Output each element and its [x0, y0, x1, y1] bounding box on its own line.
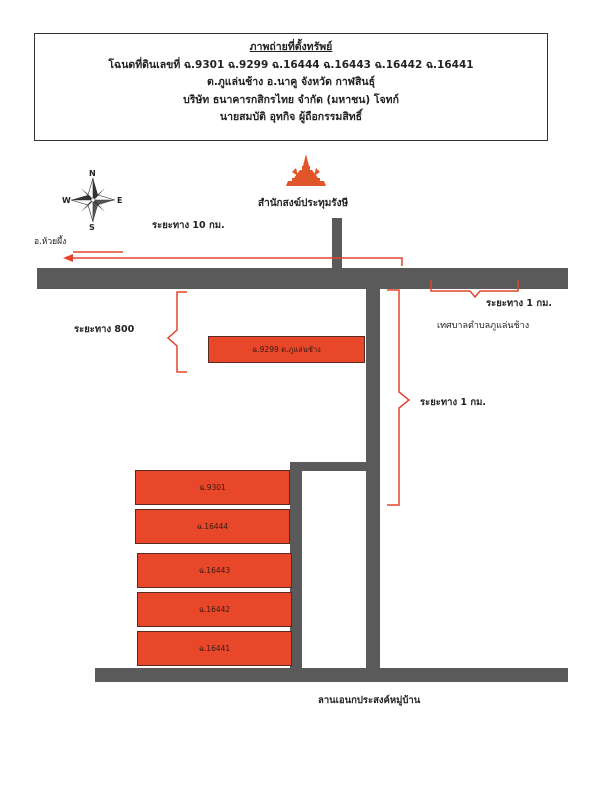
plot-9299: ฉ.9299 ต.ภูแล่นช้าง — [208, 336, 365, 363]
inner-road-left — [290, 462, 302, 668]
location-line: ต.ภูแล่นช้าง อ.นาคู จังหวัด กาฬสินธุ์ — [207, 76, 375, 88]
plot-16444: ฉ.16444 — [135, 509, 290, 544]
distance-10km-marker — [63, 251, 403, 266]
municipality-label: เทศบาลตำบลภูแล่นช้าง — [437, 321, 530, 331]
compass-w: W — [62, 196, 71, 205]
plot-16442-label: ฉ.16442 — [198, 604, 231, 614]
compass-icon — [70, 177, 116, 223]
plot-16443: ฉ.16443 — [137, 553, 292, 588]
bottom-road — [95, 668, 568, 682]
temple-label: สำนักสงฆ์ประทุมรังษี — [258, 198, 349, 209]
header-box: ภาพถ่ายที่ตั้งทรัพย์ โฉนดที่ดินเลขที่ ฉ.… — [34, 33, 548, 141]
distance-10km-label: ระยะทาง 10 กม. — [152, 220, 225, 231]
distance-1km-bracket-top — [430, 280, 519, 299]
plot-9301: ฉ.9301 — [135, 470, 290, 505]
distance-800-bracket — [166, 291, 187, 373]
temple-road — [332, 218, 342, 268]
village-ground-label: ลานเอนกประสงค์หมู่บ้าน — [318, 695, 421, 706]
distance-1km-bracket-right — [387, 289, 411, 506]
plot-9299-label: ฉ.9299 ต.ภูแล่นช้าง — [252, 344, 321, 354]
inner-road-top — [290, 462, 366, 471]
main-road — [37, 268, 568, 289]
owner-line: นายสมบัติ อุทกิจ ผู้ถือกรรมสิทธิ์ — [219, 111, 363, 123]
compass-s: S — [89, 223, 95, 232]
distance-1km-top-label: ระยะทาง 1 กม. — [486, 298, 552, 309]
side-road — [366, 289, 380, 679]
plot-16443-label: ฉ.16443 — [198, 565, 231, 575]
distance-1km-right-label: ระยะทาง 1 กม. — [420, 397, 486, 408]
distance-800-label: ระยะทาง 800 — [74, 324, 135, 335]
plot-9301-label: ฉ.9301 — [199, 482, 226, 492]
compass-n: N — [89, 169, 96, 178]
plot-16441: ฉ.16441 — [137, 631, 292, 666]
huai-phueng-label: อ.ห้วยผึ้ง — [34, 237, 67, 247]
plot-16444-label: ฉ.16444 — [196, 521, 229, 531]
temple-icon — [286, 154, 326, 186]
parties-line: บริษัท ธนาคารกสิกรไทย จำกัด (มหาชน) โจทก… — [183, 93, 399, 106]
deeds-line: โฉนดที่ดินเลขที่ ฉ.9301 ฉ.9299 ฉ.16444 ฉ… — [108, 58, 474, 71]
plot-16442: ฉ.16442 — [137, 592, 292, 627]
compass-e: E — [117, 196, 122, 205]
header-title: ภาพถ่ายที่ตั้งทรัพย์ — [249, 41, 333, 53]
plot-16441-label: ฉ.16441 — [198, 643, 231, 653]
